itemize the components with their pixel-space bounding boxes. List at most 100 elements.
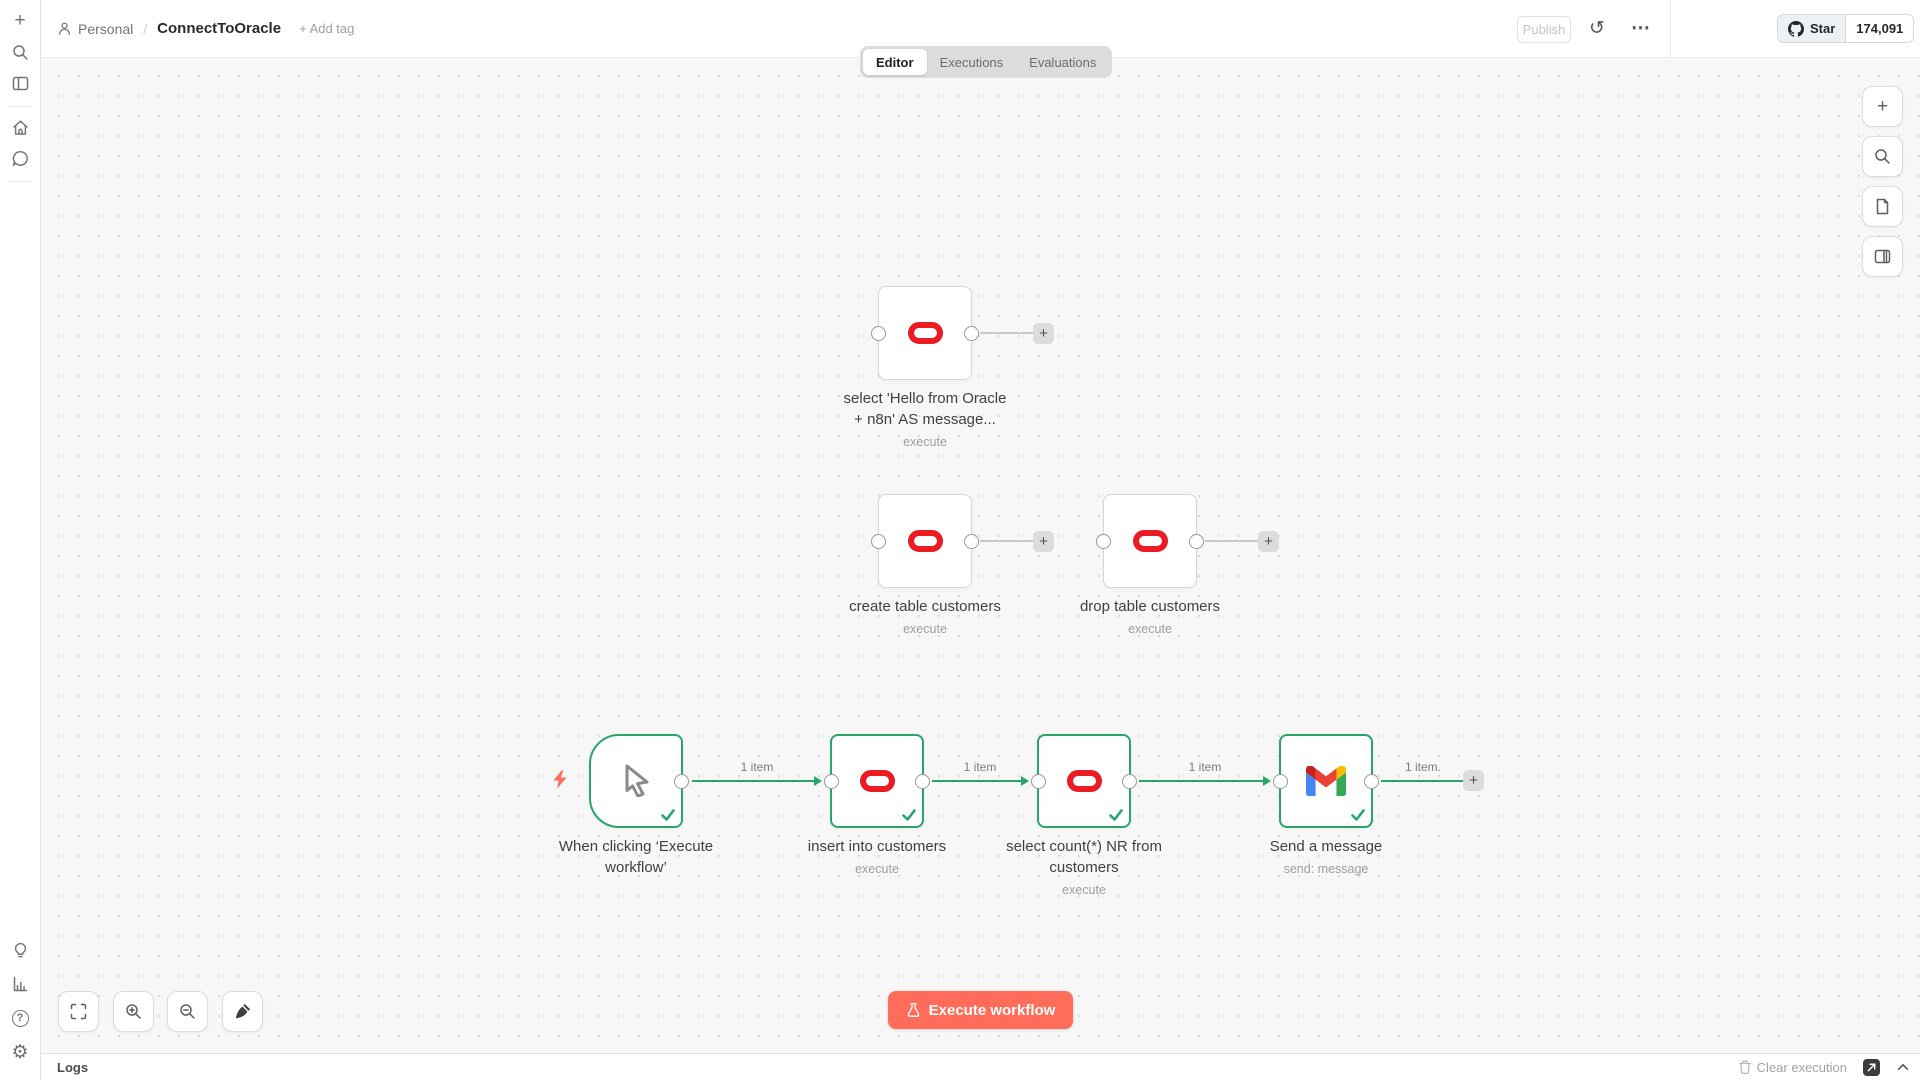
node-select-count[interactable] — [1031, 734, 1137, 828]
search-button[interactable] — [6, 38, 34, 66]
lightbulb-icon — [14, 942, 26, 957]
output-port[interactable] — [915, 773, 930, 789]
search-icon — [12, 44, 28, 60]
success-check-icon — [1351, 809, 1365, 821]
history-icon: ↺ — [1589, 18, 1605, 39]
output-port[interactable] — [964, 533, 979, 549]
sidebar-divider — [7, 106, 33, 107]
output-port[interactable] — [1122, 773, 1137, 789]
connector-wire — [980, 540, 1033, 542]
input-port[interactable] — [871, 533, 886, 549]
workflow-canvas[interactable]: + select 'Hello from Oracle + n8n' AS me… — [41, 57, 1920, 1053]
canvas-search-button[interactable] — [1862, 136, 1903, 177]
node-subtitle: execute — [903, 622, 947, 636]
panel-icon — [12, 76, 28, 90]
plus-icon: + — [1264, 533, 1273, 550]
input-port[interactable] — [1273, 773, 1288, 789]
workflow-name[interactable]: ConnectToOracle — [157, 20, 282, 37]
connection-label: 1 item — [740, 760, 774, 774]
tab-evaluations[interactable]: Evaluations — [1029, 54, 1097, 70]
node-insert-into-customers[interactable] — [824, 734, 930, 828]
node-title: select 'Hello from Oracle — [843, 390, 1007, 407]
execute-workflow-button[interactable]: Execute workflow — [888, 991, 1073, 1029]
home-button[interactable] — [6, 113, 34, 141]
output-port[interactable] — [1364, 773, 1379, 789]
history-button[interactable]: ↺ — [1589, 0, 1605, 57]
breadcrumb-project[interactable]: Personal — [78, 20, 134, 37]
add-node-button[interactable]: + — [1033, 531, 1054, 552]
expand-logs-button[interactable] — [1896, 1061, 1910, 1073]
gear-icon: ⚙ — [11, 1041, 29, 1063]
node-manual-trigger[interactable] — [589, 734, 689, 828]
toggle-sidebar-button[interactable] — [6, 69, 34, 97]
help-button[interactable]: ? — [6, 1004, 34, 1032]
sticky-note-button[interactable] — [1862, 186, 1903, 227]
node-send-a-message[interactable] — [1273, 734, 1379, 828]
output-port[interactable] — [674, 773, 689, 789]
split-panel-icon — [1874, 249, 1891, 264]
add-node-button[interactable]: + — [1033, 323, 1054, 344]
ellipsis-icon: ⋯ — [1631, 18, 1650, 39]
github-star-button[interactable]: Star — [1778, 15, 1847, 42]
zoom-in-button[interactable] — [113, 991, 154, 1032]
home-icon — [12, 119, 28, 135]
input-port[interactable] — [1031, 773, 1046, 789]
star-label: Star — [1810, 21, 1836, 36]
connection-line — [1139, 780, 1263, 782]
star-count[interactable]: 174,091 — [1856, 21, 1904, 36]
node-title: drop table customers — [1079, 598, 1221, 615]
toggle-panel-button[interactable] — [1862, 236, 1903, 277]
tab-executions[interactable]: Executions — [939, 54, 1004, 70]
canvas-add-node-button[interactable]: + — [1862, 86, 1903, 127]
oracle-icon — [1132, 530, 1168, 552]
input-port[interactable] — [871, 325, 886, 341]
gmail-icon — [1306, 766, 1346, 796]
add-node-button[interactable]: + — [1463, 770, 1484, 791]
plus-icon: + — [1469, 772, 1478, 789]
output-port[interactable] — [1189, 533, 1204, 549]
node-create-table[interactable] — [871, 494, 979, 588]
connection-line — [932, 780, 1021, 782]
whats-new-button[interactable] — [6, 936, 34, 964]
chat-bubble-icon — [12, 150, 28, 166]
node-title: customers — [1049, 859, 1119, 876]
chat-button[interactable] — [6, 144, 34, 172]
app-sidebar: + ? ⚙ — [0, 0, 41, 1080]
node-select-hello[interactable] — [871, 286, 979, 380]
github-icon — [1788, 20, 1804, 37]
input-port[interactable] — [824, 773, 839, 789]
node-subtitle: execute — [855, 862, 899, 876]
trash-icon — [1738, 1060, 1751, 1074]
node-subtitle: execute — [1128, 622, 1172, 636]
new-workflow-button[interactable]: + — [6, 7, 34, 35]
success-check-icon — [1109, 809, 1123, 821]
node-label: When clicking ‘Execute workflow’ — [476, 836, 796, 878]
connector-wire — [1205, 540, 1258, 542]
open-logs-window-button[interactable] — [1863, 1058, 1880, 1076]
github-star-widget[interactable]: Star 174,091 — [1777, 14, 1915, 43]
fit-view-button[interactable] — [58, 991, 99, 1032]
oracle-icon — [907, 530, 943, 552]
publish-button[interactable]: Publish — [1517, 16, 1571, 43]
connection-arrow — [1263, 776, 1271, 786]
tab-editor[interactable]: Editor — [863, 49, 927, 75]
file-icon — [1876, 198, 1889, 215]
insights-button[interactable] — [6, 970, 34, 998]
more-menu-button[interactable]: ⋯ — [1631, 0, 1650, 57]
logs-title[interactable]: Logs — [57, 1059, 89, 1075]
tidy-up-button[interactable] — [222, 991, 263, 1032]
node-drop-table[interactable] — [1096, 494, 1204, 588]
node-label: drop table customers execute — [990, 596, 1310, 640]
node-title: create table customers — [849, 598, 1001, 615]
logs-bar[interactable]: Logs Clear execution — [41, 1053, 1920, 1080]
input-port[interactable] — [1096, 533, 1111, 549]
output-port[interactable] — [964, 325, 979, 341]
clear-execution-button[interactable]: Clear execution — [1738, 1060, 1847, 1075]
success-check-icon — [661, 809, 675, 821]
settings-button[interactable]: ⚙ — [6, 1038, 34, 1066]
breadcrumb-separator: / — [143, 20, 148, 37]
add-tag-button[interactable]: + Add tag — [299, 21, 355, 36]
zoom-out-button[interactable] — [167, 991, 208, 1032]
add-node-button[interactable]: + — [1258, 531, 1279, 552]
